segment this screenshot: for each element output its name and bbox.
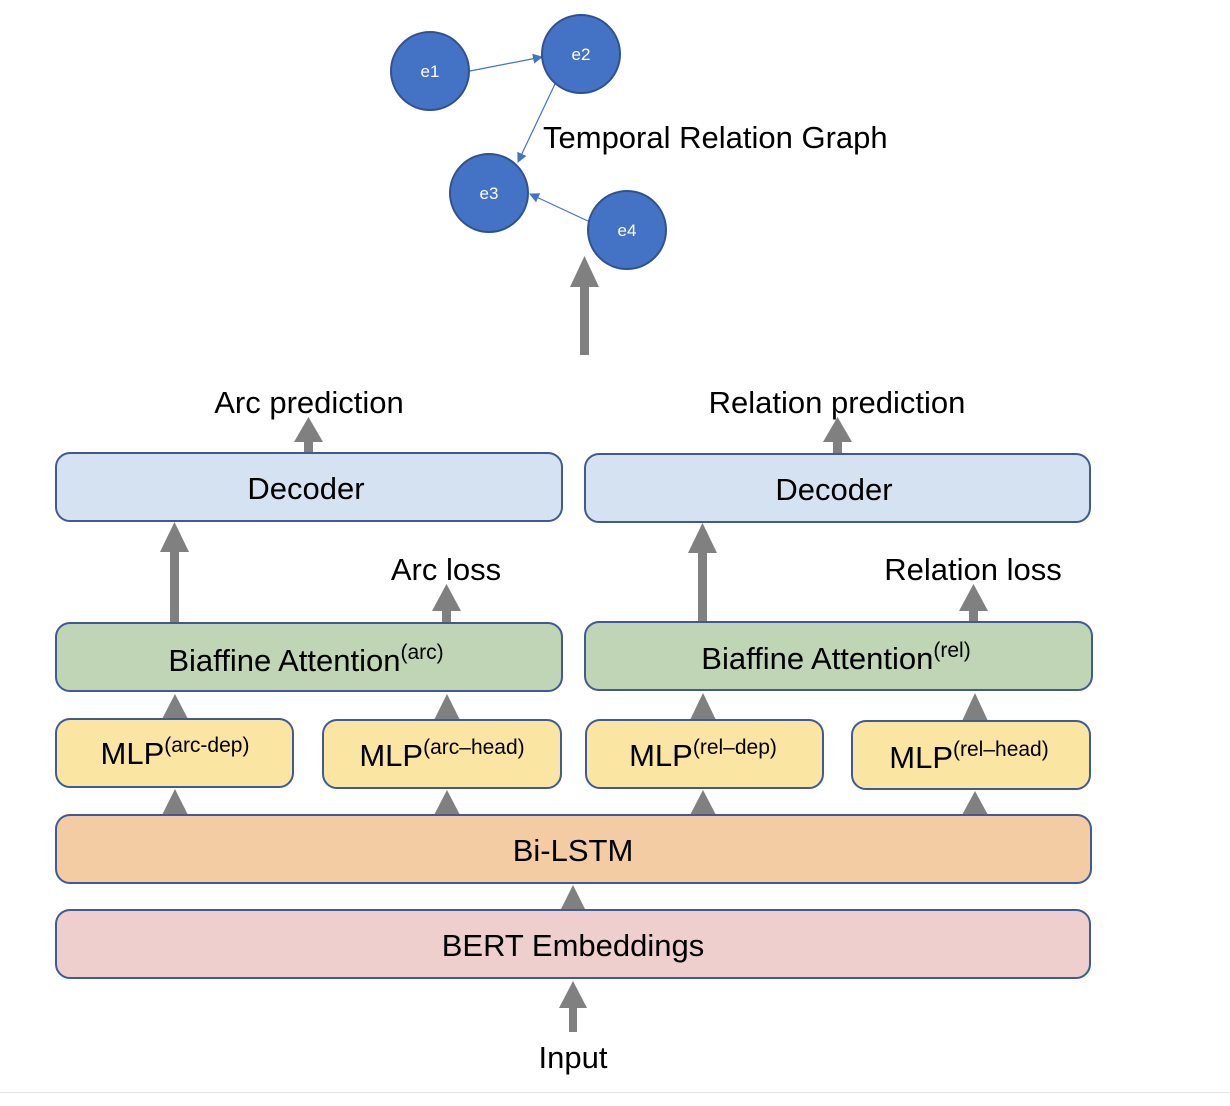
arrow-relation-loss-up	[959, 584, 988, 623]
graph-edge-e4-e3	[529, 193, 591, 223]
relation-prediction-label: Relation prediction	[709, 385, 966, 420]
arrow-mlp-rel-head-up	[962, 693, 988, 721]
svg-text:Bi-LSTM: Bi-LSTM	[513, 833, 634, 868]
svg-text:e3: e3	[480, 184, 499, 203]
svg-text:Decoder: Decoder	[775, 472, 892, 507]
arrow-bert-to-bilstm	[560, 885, 586, 911]
graph-edge-e1-e2	[469, 53, 543, 72]
decoder-rel-box: Decoder	[584, 453, 1091, 523]
arrow-mlp-arc-dep-up	[162, 694, 188, 719]
svg-text:MLP(rel–dep): MLP(rel–dep)	[629, 736, 777, 773]
graph-node-e4: e4	[587, 190, 667, 270]
input-label: Input	[539, 1040, 608, 1075]
svg-text:e4: e4	[618, 221, 637, 240]
relation-loss-label: Relation loss	[884, 552, 1061, 587]
divider	[0, 1092, 1230, 1093]
svg-text:e1: e1	[421, 62, 440, 81]
mlp-arc-dep-box: MLP(arc-dep)	[55, 718, 294, 788]
arrow-mlp-arc-head-up	[434, 694, 460, 720]
arrow-decoder-rel-up	[823, 417, 852, 454]
svg-text:MLP(rel–head): MLP(rel–head)	[889, 738, 1048, 775]
mlp-rel-head-box: MLP(rel–head)	[851, 720, 1091, 790]
biaffine-attention-arc-box: Biaffine Attention(arc)	[55, 622, 563, 692]
arrow-bilstm-to-mlp-rel-dep	[690, 790, 716, 815]
svg-text:MLP(arc–head): MLP(arc–head)	[359, 736, 524, 773]
arc-loss-label: Arc loss	[391, 552, 501, 587]
biaffine-attention-rel-box: Biaffine Attention(rel)	[584, 621, 1093, 691]
arrow-biaffine-arc-to-decoder	[160, 522, 189, 624]
mlp-arc-head-box: MLP(arc–head)	[322, 719, 562, 789]
arrow-bilstm-to-mlp-arc-head	[434, 790, 460, 815]
svg-text:MLP(arc-dep): MLP(arc-dep)	[101, 734, 250, 771]
arrow-to-graph	[570, 256, 599, 355]
graph-edge-e2-e3	[517, 83, 556, 163]
graph-title: Temporal Relation Graph	[543, 120, 888, 155]
arrow-bilstm-to-mlp-arc-dep	[162, 789, 188, 815]
arrow-mlp-rel-dep-up	[690, 693, 716, 720]
arc-prediction-label: Arc prediction	[214, 385, 404, 420]
svg-text:Biaffine Attention(rel): Biaffine Attention(rel)	[701, 639, 970, 676]
svg-text:BERT Embeddings: BERT Embeddings	[442, 928, 705, 963]
mlp-rel-dep-box: MLP(rel–dep)	[585, 719, 824, 789]
bilstm-box: Bi-LSTM	[55, 814, 1092, 884]
arrow-decoder-arc-up	[294, 417, 323, 454]
graph-node-e1: e1	[390, 31, 470, 111]
svg-text:Decoder: Decoder	[247, 471, 364, 506]
graph-node-e2: e2	[541, 14, 621, 94]
arrow-bilstm-to-mlp-rel-head	[962, 791, 988, 815]
graph-node-e3: e3	[449, 153, 529, 233]
decoder-arc-box: Decoder	[55, 452, 563, 522]
arrow-arc-loss-up	[432, 584, 461, 624]
bert-embeddings-box: BERT Embeddings	[55, 909, 1091, 979]
svg-text:Biaffine Attention(arc): Biaffine Attention(arc)	[168, 641, 443, 678]
arrow-biaffine-rel-to-decoder	[688, 523, 717, 623]
arrow-input-to-bert	[559, 981, 587, 1032]
svg-text:e2: e2	[572, 45, 591, 64]
